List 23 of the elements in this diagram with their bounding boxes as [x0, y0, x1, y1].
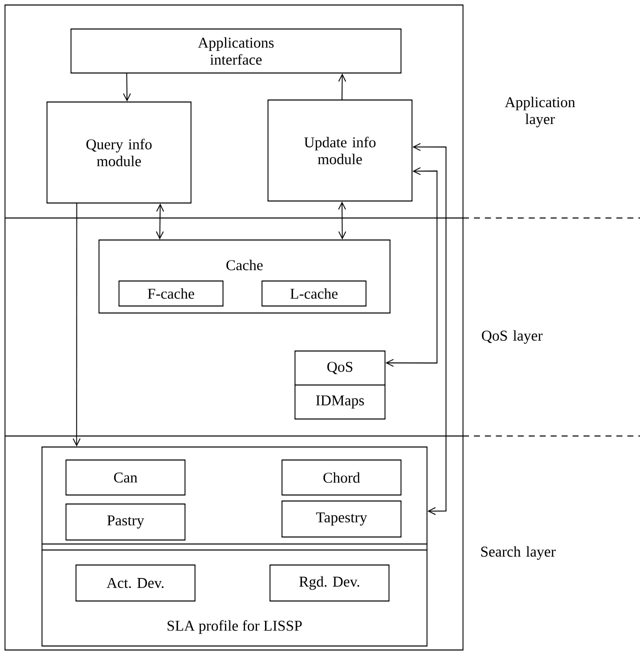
component-box: Rgd. Dev. [270, 564, 390, 602]
arrow [338, 201, 346, 240]
arrow [156, 203, 164, 240]
component-box: Update info module [268, 100, 412, 202]
layer-label: Application layer [504, 96, 576, 128]
arrow [385, 167, 438, 367]
layer-label: Search layer [481, 546, 556, 560]
component-box: Applications interface [70, 28, 402, 74]
component-box: Can [66, 460, 186, 496]
component-box: IDMaps [294, 384, 386, 420]
component-box: Tapestry [282, 500, 402, 538]
arrow [412, 143, 446, 516]
component-box: Act. Dev. [76, 564, 196, 602]
component-box: Pastry [66, 504, 186, 540]
component-box: L-cache [262, 280, 366, 306]
component-box: Query info module [46, 102, 192, 204]
component-box: QoS [294, 350, 386, 386]
component-box: Chord [282, 460, 402, 496]
component-box: F-cache [118, 280, 224, 306]
arrow [123, 73, 131, 102]
arrow [72, 203, 81, 447]
arrow [338, 73, 346, 100]
layer-label: QoS layer [482, 330, 543, 344]
